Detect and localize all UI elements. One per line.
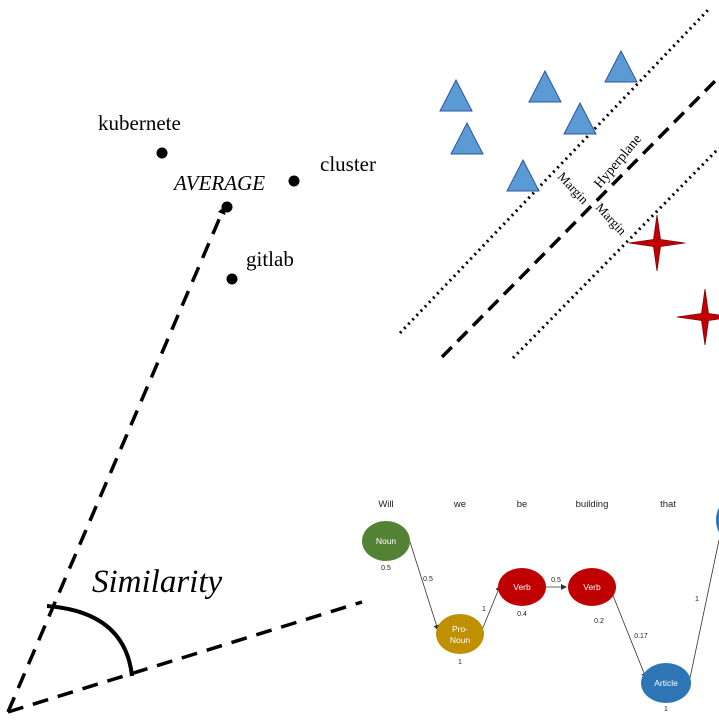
transition-edge-pronoun-verb	[481, 585, 501, 631]
margin-line-right	[511, 146, 719, 360]
word-label-gitlab: gitlab	[246, 247, 294, 271]
average-label: AVERAGE	[172, 171, 265, 195]
svm-panel: Hyperplane Margin Margin	[398, 8, 719, 360]
state-node-pronoun	[436, 614, 484, 654]
class-a-triangle-3	[604, 49, 638, 83]
state-prob-verb-building: 0.2	[594, 618, 604, 625]
state-node-verb-building	[568, 568, 616, 606]
word-label-cluster: cluster	[320, 152, 376, 176]
similarity-label: Similarity	[92, 564, 223, 600]
sentence-word-we: we	[453, 499, 466, 510]
state-node-partial	[716, 507, 719, 533]
state-prob-noun: 0.5	[381, 565, 391, 572]
class-a-points	[439, 49, 638, 192]
state-label-verb-building: Verb	[583, 582, 601, 592]
class-b-star-1	[628, 214, 686, 272]
average-point	[221, 201, 233, 213]
margin-label-right: Margin	[593, 200, 630, 238]
vector-line-lower	[7, 600, 363, 714]
transition-edge-verb-article	[611, 592, 647, 679]
state-prob-verb-be: 0.4	[517, 611, 527, 618]
similarity-angle-arc	[46, 604, 134, 677]
state-label-verb-be: Verb	[513, 582, 531, 592]
word-label-kubernete: kubernete	[98, 111, 181, 135]
state-prob-pronoun: 1	[458, 659, 462, 666]
class-a-triangle-6	[506, 158, 540, 192]
pos-tagging-panel: Will we be building that 0.5 1 0.5 0.17 …	[362, 499, 719, 713]
similarity-panel: Similarity kubernete cluster AVERAGE git…	[6, 111, 376, 714]
state-label-pronoun-line2: Noun	[450, 635, 471, 645]
state-node-noun	[362, 521, 410, 561]
sentence-word-that: that	[660, 499, 676, 510]
state-node-verb-be	[498, 568, 546, 606]
sentence-word-be: be	[517, 499, 528, 510]
sentence-word-will: Will	[378, 499, 393, 510]
state-label-noun: Noun	[376, 536, 397, 546]
transition-prob-pronoun-verb: 1	[482, 606, 486, 613]
state-label-article: Article	[654, 678, 678, 688]
class-a-triangle-1	[439, 78, 473, 112]
transition-prob-verb-article: 0.17	[634, 633, 648, 640]
state-prob-article: 1	[664, 706, 668, 713]
class-b-points	[628, 214, 719, 346]
class-a-triangle-2	[528, 69, 562, 103]
word-point-gitlab	[226, 273, 238, 285]
transition-prob-noun-pronoun: 0.5	[423, 576, 433, 583]
state-label-pronoun-line1: Pro-	[452, 624, 468, 634]
transition-edge-noun-pronoun	[409, 541, 440, 631]
transition-prob-article-next: 1	[695, 596, 699, 603]
word-point-cluster	[288, 175, 300, 187]
class-b-star-2	[676, 288, 719, 346]
vector-line-upper	[6, 206, 226, 713]
class-a-triangle-4	[450, 121, 484, 155]
transition-prob-verb-verb: 0.5	[551, 577, 561, 584]
margin-line-left	[398, 8, 710, 335]
state-node-article	[641, 663, 691, 703]
class-a-triangle-5	[563, 101, 597, 135]
sentence-word-building: building	[576, 499, 609, 510]
word-point-kubernete	[156, 147, 168, 159]
margin-label-left: Margin	[555, 169, 592, 207]
transition-edge-article-next	[689, 539, 719, 679]
